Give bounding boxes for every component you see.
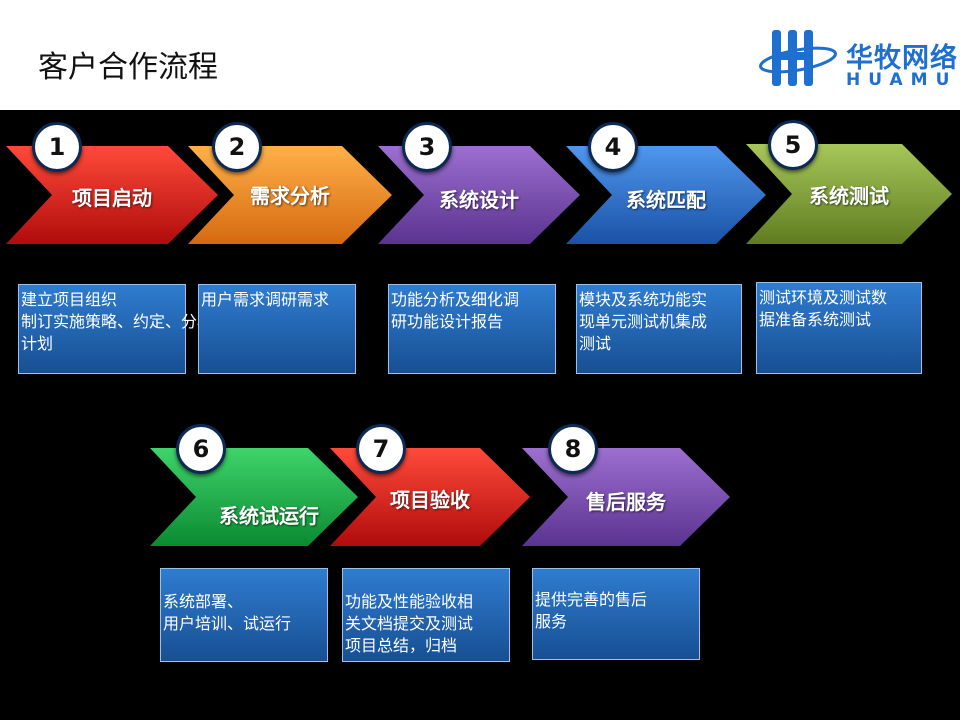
stage-2-number-badge: 2 <box>212 122 262 172</box>
stage-3-label: 系统设计 <box>439 188 519 212</box>
stage-5-number-badge: 5 <box>768 120 818 170</box>
stage-6-number-badge: 6 <box>176 424 226 474</box>
stage-7-number-badge: 7 <box>356 424 406 474</box>
logo-text-cn: 华牧网络 <box>846 43 958 74</box>
stage-4-description: 模块及系统功能实 现单元测试机集成 测试 <box>576 284 742 374</box>
stage-5-description: 测试环境及测试数 据准备系统测试 <box>756 282 922 374</box>
logo-icon <box>759 30 837 86</box>
process-canvas: 项目启动 1 需求分析 2 系统设计 3 系统匹配 4 系统测试 5 <box>0 110 960 720</box>
logo: 华牧网络 HUAMU <box>758 24 958 94</box>
stage-3-number-badge: 3 <box>402 122 452 172</box>
header-bar: 客户合作流程 华牧网络 HUAMU <box>0 0 960 108</box>
stage-1-label: 项目启动 <box>72 186 152 210</box>
stage-4-number-badge: 4 <box>588 122 638 172</box>
stage-7-description: 功能及性能验收相 关文档提交及测试 项目总结，归档 <box>342 568 510 662</box>
page-title: 客户合作流程 <box>38 50 218 85</box>
stage-8-number-badge: 8 <box>548 424 598 474</box>
stage-1-description: 建立项目组织 制订实施策略、约定、分析报告 计划 <box>18 284 245 374</box>
stage-8-description: 提供完善的售后 服务 <box>532 568 700 660</box>
stage-6-description: 系统部署、 用户培训、试运行 <box>160 568 328 662</box>
stage-2-label: 需求分析 <box>250 184 330 208</box>
stage-6-label: 系统试运行 <box>219 504 319 528</box>
stage-1-number-badge: 1 <box>32 122 82 172</box>
stage-8-label: 售后服务 <box>586 490 666 514</box>
stage-5-label: 系统测试 <box>809 184 889 208</box>
stage-4-label: 系统匹配 <box>626 188 706 212</box>
logo-text-en: HUAMU <box>846 70 958 90</box>
stage-7-label: 项目验收 <box>390 488 470 512</box>
stage-2-description: 用户需求调研需求 <box>198 284 356 374</box>
stage-3-description: 功能分析及细化调 研功能设计报告 <box>388 284 556 374</box>
